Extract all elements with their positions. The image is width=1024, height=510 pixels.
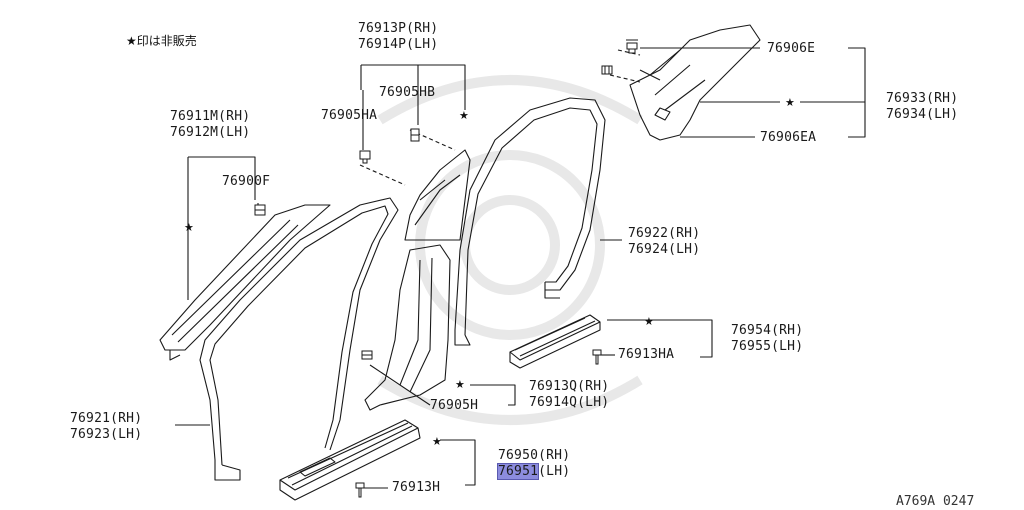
star-marker-76913P: ★ [459, 109, 469, 122]
clips [254, 39, 638, 498]
b-pillar-lower [364, 244, 451, 411]
label-76905HA[interactable]: 76905HA [321, 108, 378, 123]
label-76913P[interactable]: 76913P(RH) [358, 21, 439, 36]
star-marker-76913Q: ★ [455, 378, 465, 391]
clip-76905H [361, 350, 373, 360]
clip-76905HB [410, 128, 420, 142]
label-76914P[interactable]: 76914P(LH) [358, 37, 439, 52]
label-76911M[interactable]: 76911M(RH) [170, 109, 251, 124]
label-76951[interactable]: 76951(LH) [496, 463, 571, 480]
label-76906EA[interactable]: 76906EA [760, 130, 817, 145]
label-76914Q[interactable]: 76914Q(LH) [529, 395, 610, 410]
label-76955[interactable]: 76955(LH) [731, 339, 804, 354]
c-pillar-garnish [629, 24, 761, 141]
label-76924[interactable]: 76924(LH) [628, 242, 701, 257]
clip-76906E [626, 39, 638, 54]
rear-weatherstrip [454, 97, 606, 346]
label-76912M[interactable]: 76912M(LH) [170, 125, 251, 140]
star-marker-76933: ★ [785, 96, 795, 109]
clip-76906EA [601, 65, 613, 75]
not-for-sale-note: ★印は非販売 [126, 34, 197, 48]
label-76905H[interactable]: 76905H [430, 398, 479, 413]
rear-kicking-plate [509, 314, 601, 369]
leader-lines [175, 47, 866, 489]
label-76923[interactable]: 76923(LH) [70, 427, 143, 442]
front-weatherstrip [199, 197, 399, 481]
label-76954[interactable]: 76954(RH) [731, 323, 804, 338]
front-kicking-plate [279, 419, 421, 501]
star-marker-76950: ★ [432, 435, 442, 448]
label-76951-highlight[interactable]: 76951 [496, 463, 540, 480]
label-76922[interactable]: 76922(RH) [628, 226, 701, 241]
label-76905HB[interactable]: 76905HB [379, 85, 436, 100]
watermark-emblem [377, 75, 643, 425]
label-76913HA[interactable]: 76913HA [618, 347, 675, 362]
label-76913Q[interactable]: 76913Q(RH) [529, 379, 610, 394]
b-pillar-upper [404, 149, 471, 241]
diagram-code: A769A 0247 [896, 494, 975, 509]
label-76921[interactable]: 76921(RH) [70, 411, 143, 426]
label-76951-side: (LH) [538, 464, 571, 479]
label-76906E[interactable]: 76906E [767, 41, 816, 56]
clip-76900F [254, 204, 266, 216]
label-76933[interactable]: 76933(RH) [886, 91, 959, 106]
clip-76913H [355, 482, 365, 498]
star-marker-76954: ★ [644, 315, 654, 328]
label-76900F[interactable]: 76900F [222, 174, 271, 189]
label-76950[interactable]: 76950(RH) [498, 448, 571, 463]
clip-76905HA [359, 150, 371, 164]
clip-76913HA [592, 349, 602, 365]
label-76913H[interactable]: 76913H [392, 480, 441, 495]
star-marker-76911M: ★ [184, 221, 194, 234]
label-76934[interactable]: 76934(LH) [886, 107, 959, 122]
a-pillar-garnish [159, 204, 331, 361]
